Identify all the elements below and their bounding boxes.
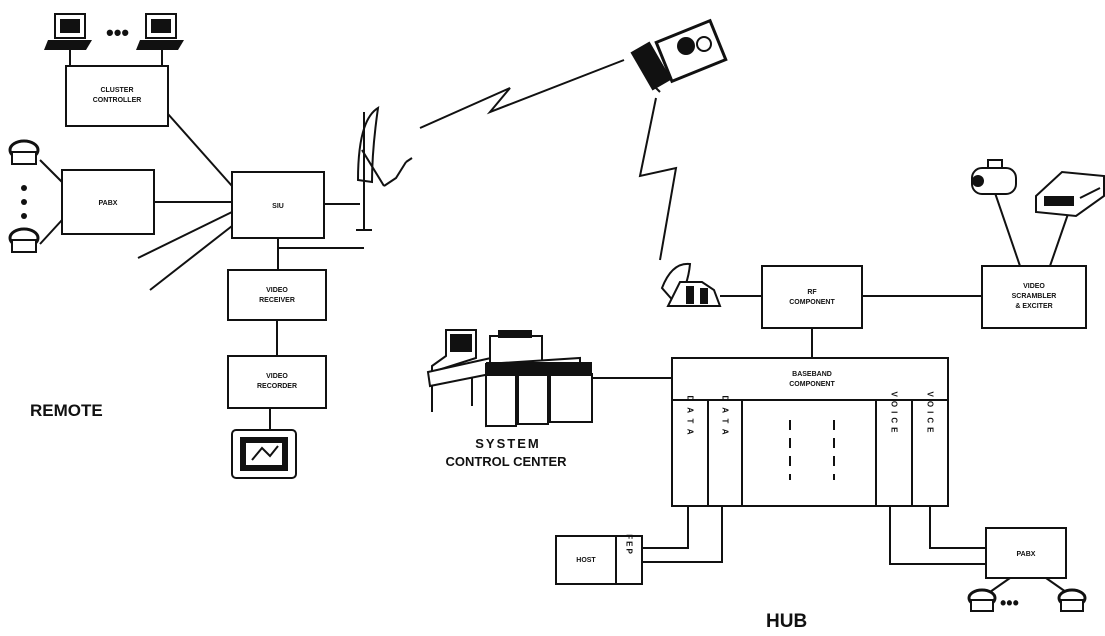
connector (989, 577, 1011, 593)
baseband-component-label: BASEBAND (792, 371, 832, 378)
remote-siu-box: SIU (231, 171, 325, 239)
computer-workstation-icon (426, 329, 593, 428)
lightning-link-icon (638, 97, 678, 261)
system-control-center-label: SYSTEM (475, 436, 540, 451)
terminal-icon (44, 13, 92, 50)
connector (1045, 577, 1067, 593)
cluster-controller-label: CLUSTER (100, 87, 133, 94)
baseband-component-box: BASEBAND COMPONENT (671, 357, 949, 401)
video-recorder-box: VIDEO RECORDER (227, 355, 327, 409)
rf-component-label: RF (807, 289, 817, 296)
video-scrambler-label: & EXCITER (1015, 303, 1052, 310)
connector (642, 506, 689, 549)
host-fep-box: HOST FEP (555, 534, 643, 585)
dish-antenna-icon (356, 106, 413, 231)
connector (642, 506, 723, 563)
remote-siu-label: SIU (272, 203, 284, 210)
ellipsis-dot (21, 185, 27, 191)
lightning-link-icon (419, 59, 625, 129)
telephone-ellipsis: ••• (1000, 593, 1019, 613)
connector (993, 189, 1021, 267)
rf-component-box: RF COMPONENT (761, 265, 863, 329)
cluster-controller-label: CONTROLLER (93, 97, 142, 104)
connector (929, 506, 986, 549)
remote-pabx-label: PABX (99, 200, 118, 207)
satellite-icon (630, 18, 728, 93)
telephone-icon (8, 227, 40, 253)
ellipsis-dot (21, 213, 27, 219)
terminal-ellipsis: ••• (106, 20, 129, 45)
voice-channel-label: VOICE (890, 392, 899, 437)
connector (889, 506, 986, 565)
connector (39, 159, 63, 183)
video-scrambler-label: SCRAMBLER (1012, 293, 1057, 300)
connector (137, 211, 233, 259)
rf-component-label: COMPONENT (789, 299, 835, 306)
telephone-icon (8, 139, 40, 165)
connector (39, 219, 63, 245)
system-control-center-label: CONTROL CENTER (445, 454, 567, 469)
fep-label: FEP (625, 534, 634, 556)
video-receiver-label: RECEIVER (259, 297, 295, 304)
hub-pabx-label: PABX (1017, 551, 1036, 558)
host-label: HOST (576, 557, 596, 564)
connector (1049, 213, 1069, 267)
video-scrambler-label: VIDEO (1023, 283, 1045, 290)
telephone-icon (967, 588, 997, 612)
video-camera-icon (971, 159, 1017, 195)
video-recorder-label: RECORDER (257, 383, 297, 390)
baseband-component-label: COMPONENT (789, 381, 835, 388)
connector (167, 113, 233, 187)
video-recorder-label: VIDEO (266, 373, 288, 380)
terminal-icon (136, 13, 184, 50)
hub-pabx-box: PABX (985, 527, 1067, 579)
telephone-icon (1057, 588, 1087, 612)
hub-label: HUB (766, 611, 807, 632)
channel-rack: DATA DATA VOICE VOICE (671, 392, 949, 507)
dish-antenna-icon (660, 262, 722, 307)
video-receiver-box: VIDEO RECEIVER (227, 269, 327, 321)
ellipsis-dot (21, 199, 27, 205)
cluster-controller-box: CLUSTER CONTROLLER (65, 65, 169, 127)
connector (149, 225, 233, 291)
remote-pabx-box: PABX (61, 169, 155, 235)
remote-label: REMOTE (30, 401, 103, 420)
data-channel-label: DATA (686, 395, 695, 440)
video-receiver-label: VIDEO (266, 287, 288, 294)
vcr-icon (1035, 170, 1105, 218)
television-icon (231, 429, 297, 479)
voice-channel-label: VOICE (926, 392, 935, 437)
connector (277, 238, 364, 249)
data-channel-label: DATA (721, 395, 730, 440)
video-scrambler-box: VIDEO SCRAMBLER & EXCITER (981, 265, 1087, 329)
